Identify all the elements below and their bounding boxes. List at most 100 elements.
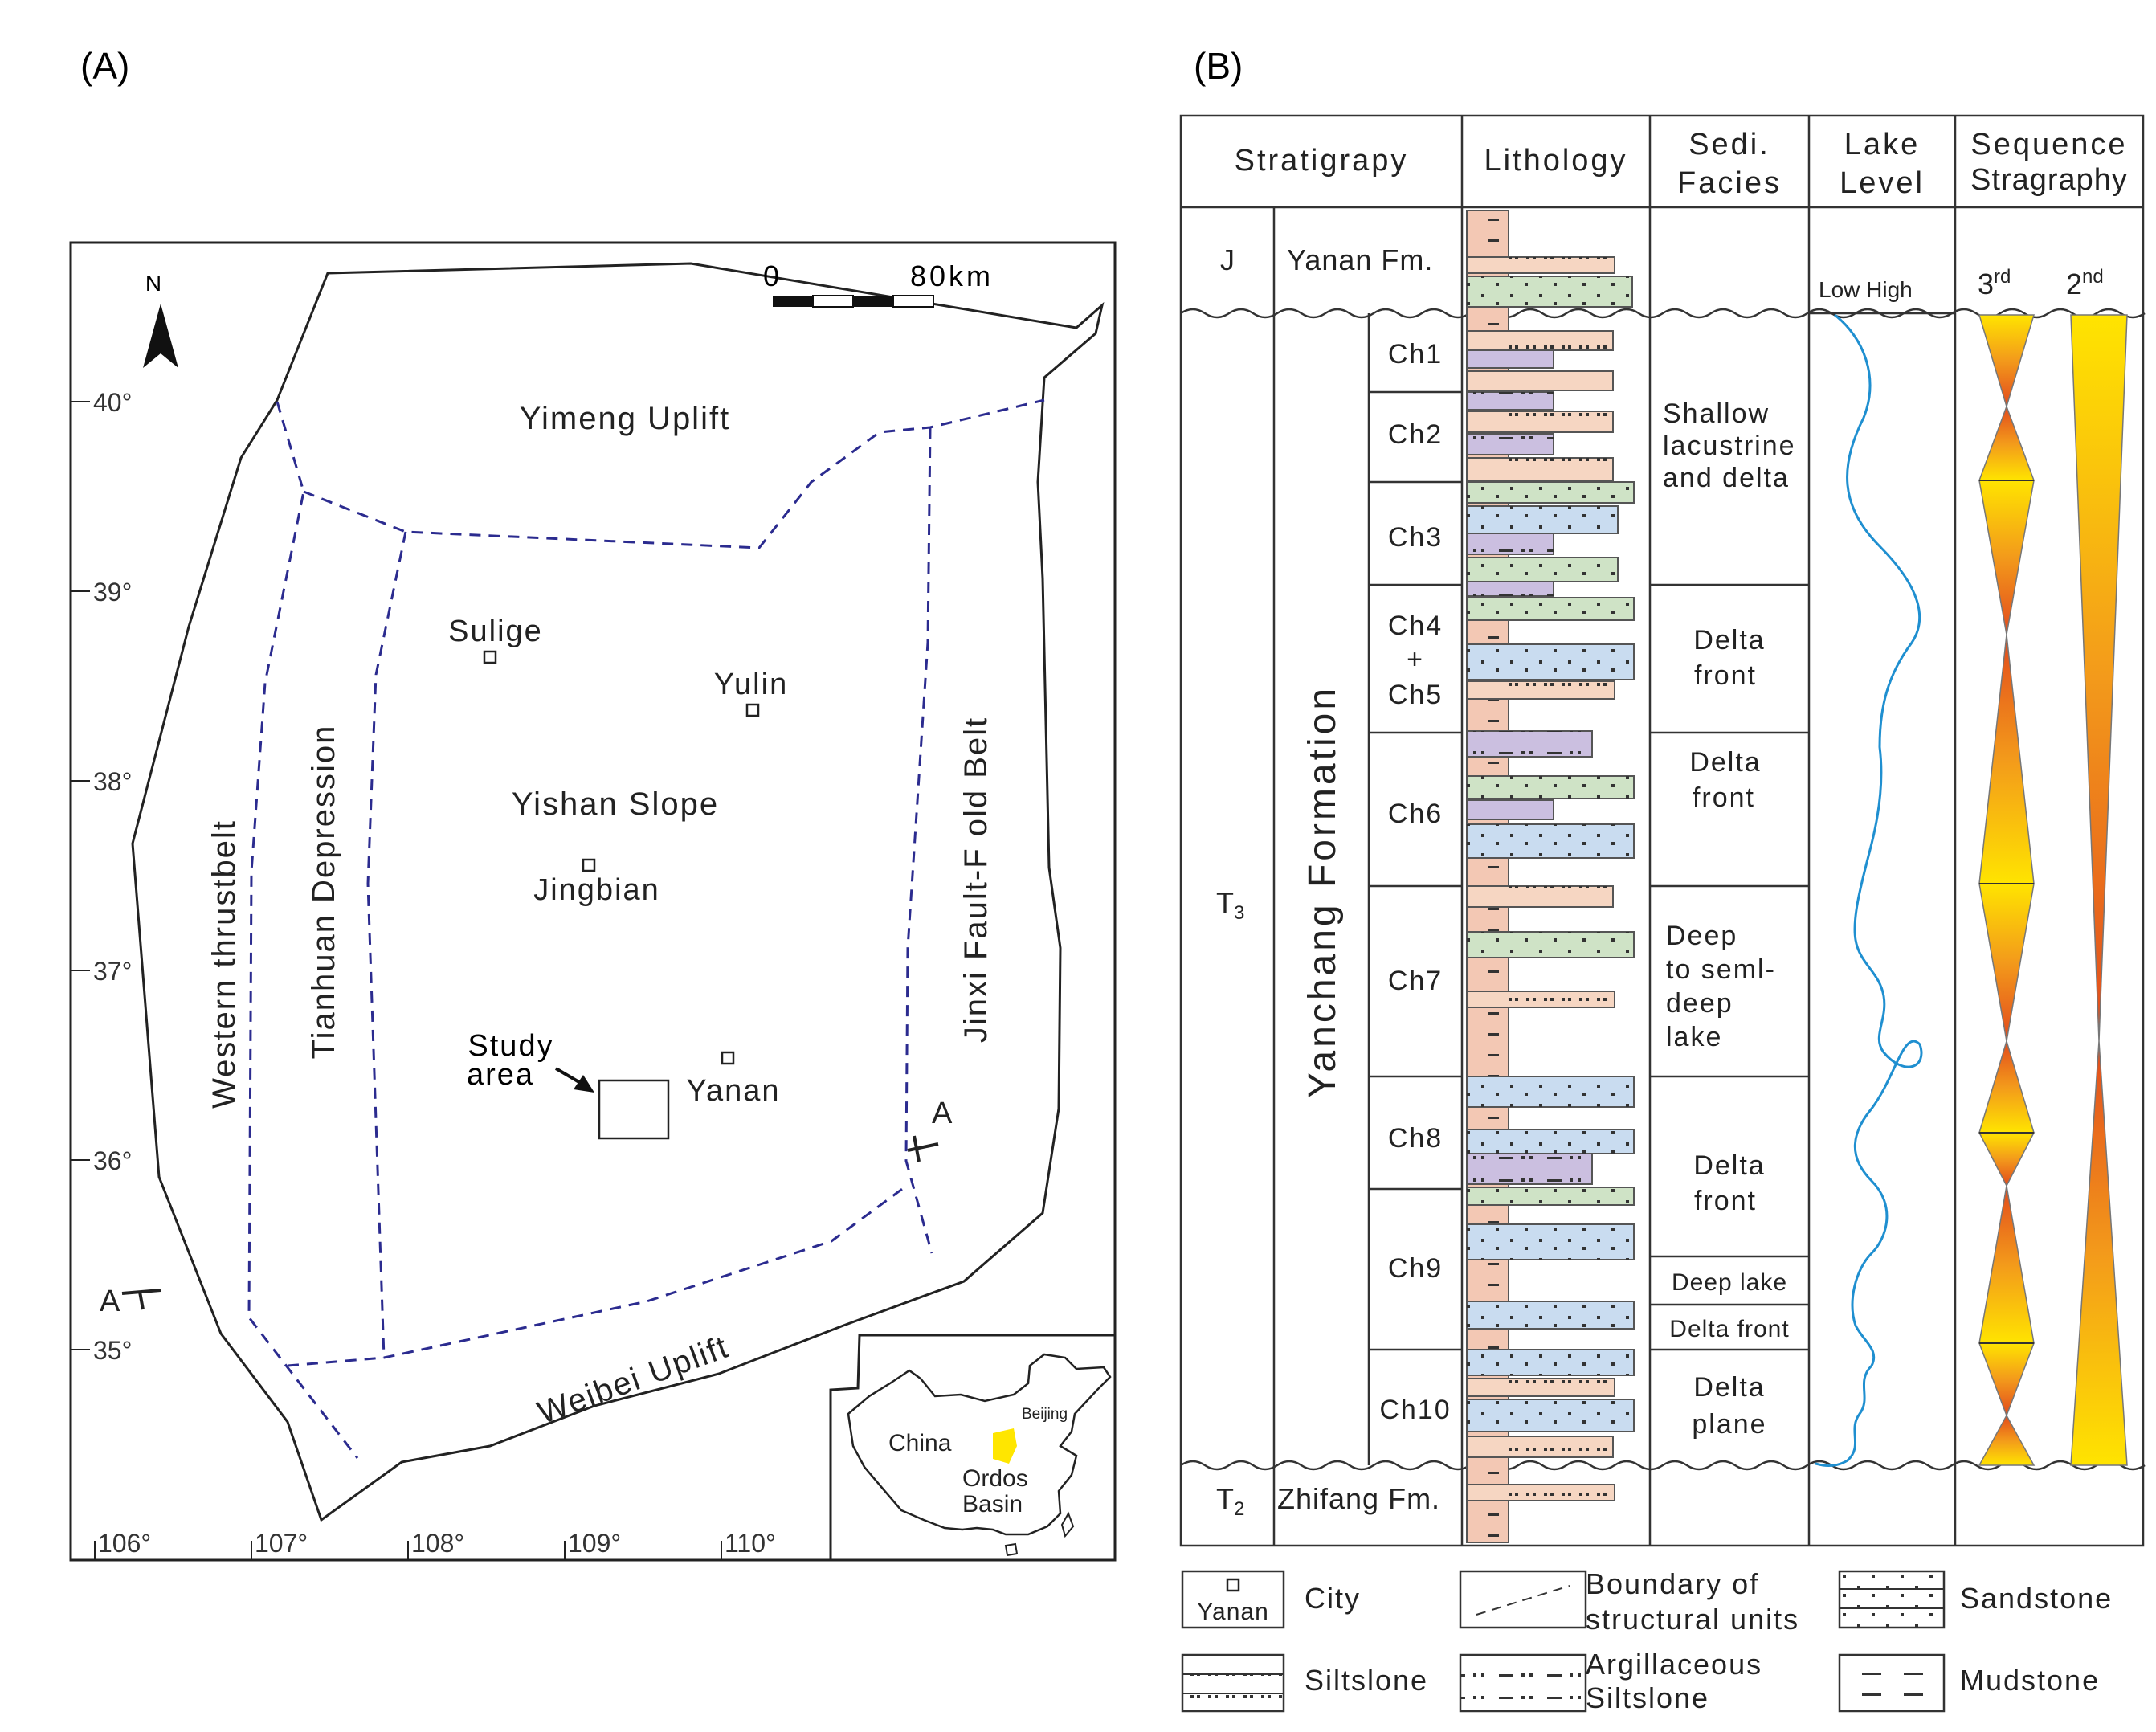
taiwan-outline xyxy=(1060,1511,1075,1538)
city-sulige: Sulige xyxy=(448,615,543,648)
panel-b-label: (B) xyxy=(1194,45,1243,87)
north-arrow: N xyxy=(143,271,178,368)
facies-delta-front-4: Delta front xyxy=(1669,1316,1789,1342)
city-marker-icon xyxy=(582,858,596,872)
period-t2-sub: 2 xyxy=(1234,1498,1244,1520)
hainan-outline xyxy=(1004,1542,1019,1557)
formation-yanan: Yanan Fm. xyxy=(1287,243,1433,276)
header-sequence-2: Stragraphy xyxy=(1970,163,2128,197)
section-end-marker-icon xyxy=(907,1135,939,1162)
third-order-cycle xyxy=(1978,480,2035,635)
legend-boundary: Boundary of structural units xyxy=(1459,1567,1799,1636)
legend-argillaceous: Argillaceous Siltslone xyxy=(1459,1648,1761,1714)
lon-label: 110° xyxy=(725,1529,776,1558)
third-order-cycle xyxy=(1978,404,2036,481)
legend-city: Yanan City xyxy=(1181,1570,1361,1629)
facies-deep: deep xyxy=(1666,988,1733,1019)
ordos-basin-highlight xyxy=(993,1428,1017,1464)
seq-second-sup: nd xyxy=(2082,266,2104,288)
western-thrustbelt-label: Western thrustbelt xyxy=(206,819,242,1109)
legend-boundary-label: Boundary of xyxy=(1586,1567,1759,1600)
north-label: N xyxy=(145,271,161,296)
city-marker-icon xyxy=(483,650,497,664)
member-ch8: Ch8 xyxy=(1388,1123,1443,1154)
member-ch9: Ch9 xyxy=(1388,1253,1443,1284)
third-order-cycle xyxy=(1978,1342,2036,1418)
tianhuan-depression-label: Tianhuan Depression xyxy=(306,725,341,1060)
stratigraphic-column: Stratigrapy Lithology Sedi. Facies Lake … xyxy=(1179,114,2146,1547)
legend-argillaceous-label: Siltslone xyxy=(1586,1681,1709,1714)
seq-third-num: 3 xyxy=(1978,268,1994,300)
north-arrow-icon xyxy=(143,304,178,368)
lat-label: 39° xyxy=(93,578,132,607)
legend-yanan-label: Yanan xyxy=(1197,1599,1269,1625)
header-sequence-1: Sequence xyxy=(1970,128,2127,161)
lon-label: 109° xyxy=(568,1529,621,1558)
facies-shallow: and delta xyxy=(1663,463,1790,493)
legend-boundary-label: structural units xyxy=(1586,1603,1799,1636)
period-t3-sub: 3 xyxy=(1234,902,1244,924)
third-order-cycle xyxy=(1978,883,2035,1042)
lon-label: 106° xyxy=(98,1529,151,1558)
inset-ordos-label: Ordos xyxy=(962,1465,1028,1492)
city-marker-icon xyxy=(1226,1578,1240,1592)
yishan-slope-label: Yishan Slope xyxy=(512,786,719,822)
third-order-cycle xyxy=(1978,1039,2036,1134)
third-order-cycle xyxy=(1978,1185,2035,1344)
third-order-cycles xyxy=(1978,314,2036,1466)
boundary-jinxi xyxy=(904,427,933,1254)
facies-delta-front-2: front xyxy=(1693,782,1755,813)
arrow-icon xyxy=(574,1075,594,1093)
third-order-boundaries xyxy=(1979,480,2034,1344)
city-marker-icon xyxy=(721,1051,735,1065)
facies-labels: Shallow lacustrine and delta Delta front… xyxy=(1663,398,1795,1440)
legend-siltstone: Siltslone xyxy=(1181,1653,1427,1713)
study-area-label: Study xyxy=(468,1029,553,1063)
lat-label: 36° xyxy=(93,1146,132,1175)
lithology-column xyxy=(1466,210,1635,1543)
structural-boundaries xyxy=(247,398,1045,1459)
member-ch4: Ch4 xyxy=(1388,611,1443,641)
member-ch5: Ch5 xyxy=(1388,680,1443,710)
member-ch10: Ch10 xyxy=(1379,1395,1451,1425)
legend-sandstone-label: Sandstone xyxy=(1960,1582,2113,1615)
member-ch1: Ch1 xyxy=(1388,339,1443,370)
period-t3-letter: T xyxy=(1216,886,1234,919)
legend-sandstone: Sandstone xyxy=(1838,1570,2113,1629)
facies-deep: to seml- xyxy=(1666,954,1776,985)
section-end-marker-icon xyxy=(121,1289,161,1310)
period-t2-letter: T xyxy=(1216,1482,1234,1515)
facies-shallow: Shallow xyxy=(1663,398,1770,429)
legend: Yanan City Boundary of structural units … xyxy=(1181,1567,2113,1714)
china-inset: China Beijing Ordos Basin xyxy=(829,1334,1115,1560)
seq-third-sup: rd xyxy=(1994,266,2011,288)
scale-bar: 0 80km xyxy=(763,259,990,308)
member-ch6: Ch6 xyxy=(1388,799,1443,829)
formation-zhifang: Zhifang Fm. xyxy=(1277,1482,1440,1515)
boundary-western xyxy=(247,401,359,1459)
lake-level-curve xyxy=(1815,313,1923,1468)
lake-scale-label: Low High xyxy=(1819,277,1913,302)
header-lithology: Lithology xyxy=(1484,144,1627,178)
third-order-cycle xyxy=(1978,1132,2036,1187)
legend-city-label: City xyxy=(1305,1582,1361,1615)
member-ch3: Ch3 xyxy=(1388,522,1443,553)
member-plus: + xyxy=(1407,644,1424,675)
scale-start: 0 xyxy=(763,259,779,292)
facies-delta-front-3: Delta xyxy=(1693,1150,1765,1181)
seq-third-order-label: 3rd xyxy=(1978,266,2011,300)
lat-label: 35° xyxy=(93,1336,132,1365)
yimeng-uplift-label: Yimeng Uplift xyxy=(520,401,730,436)
seq-second-num: 2 xyxy=(2066,268,2082,300)
panel-a-label: (A) xyxy=(80,45,129,87)
facies-delta-front-1: Delta xyxy=(1693,625,1765,656)
facies-deep: Deep xyxy=(1666,921,1737,951)
inset-beijing-label: Beijing xyxy=(1022,1406,1068,1423)
column-grid xyxy=(1179,114,2145,1547)
inset-china-label: China xyxy=(888,1430,952,1456)
inset-frame xyxy=(829,1334,1115,1560)
stratigraphy-labels: J Yanan Fm. T3 Yanchang Formation T2 Zhi… xyxy=(1216,243,1440,1520)
seq-second-order-label: 2nd xyxy=(2066,266,2104,300)
structural-unit-labels: Yimeng Uplift Western thrustbelt Tianhua… xyxy=(206,401,994,1431)
second-order-transgressive xyxy=(2070,1040,2128,1466)
